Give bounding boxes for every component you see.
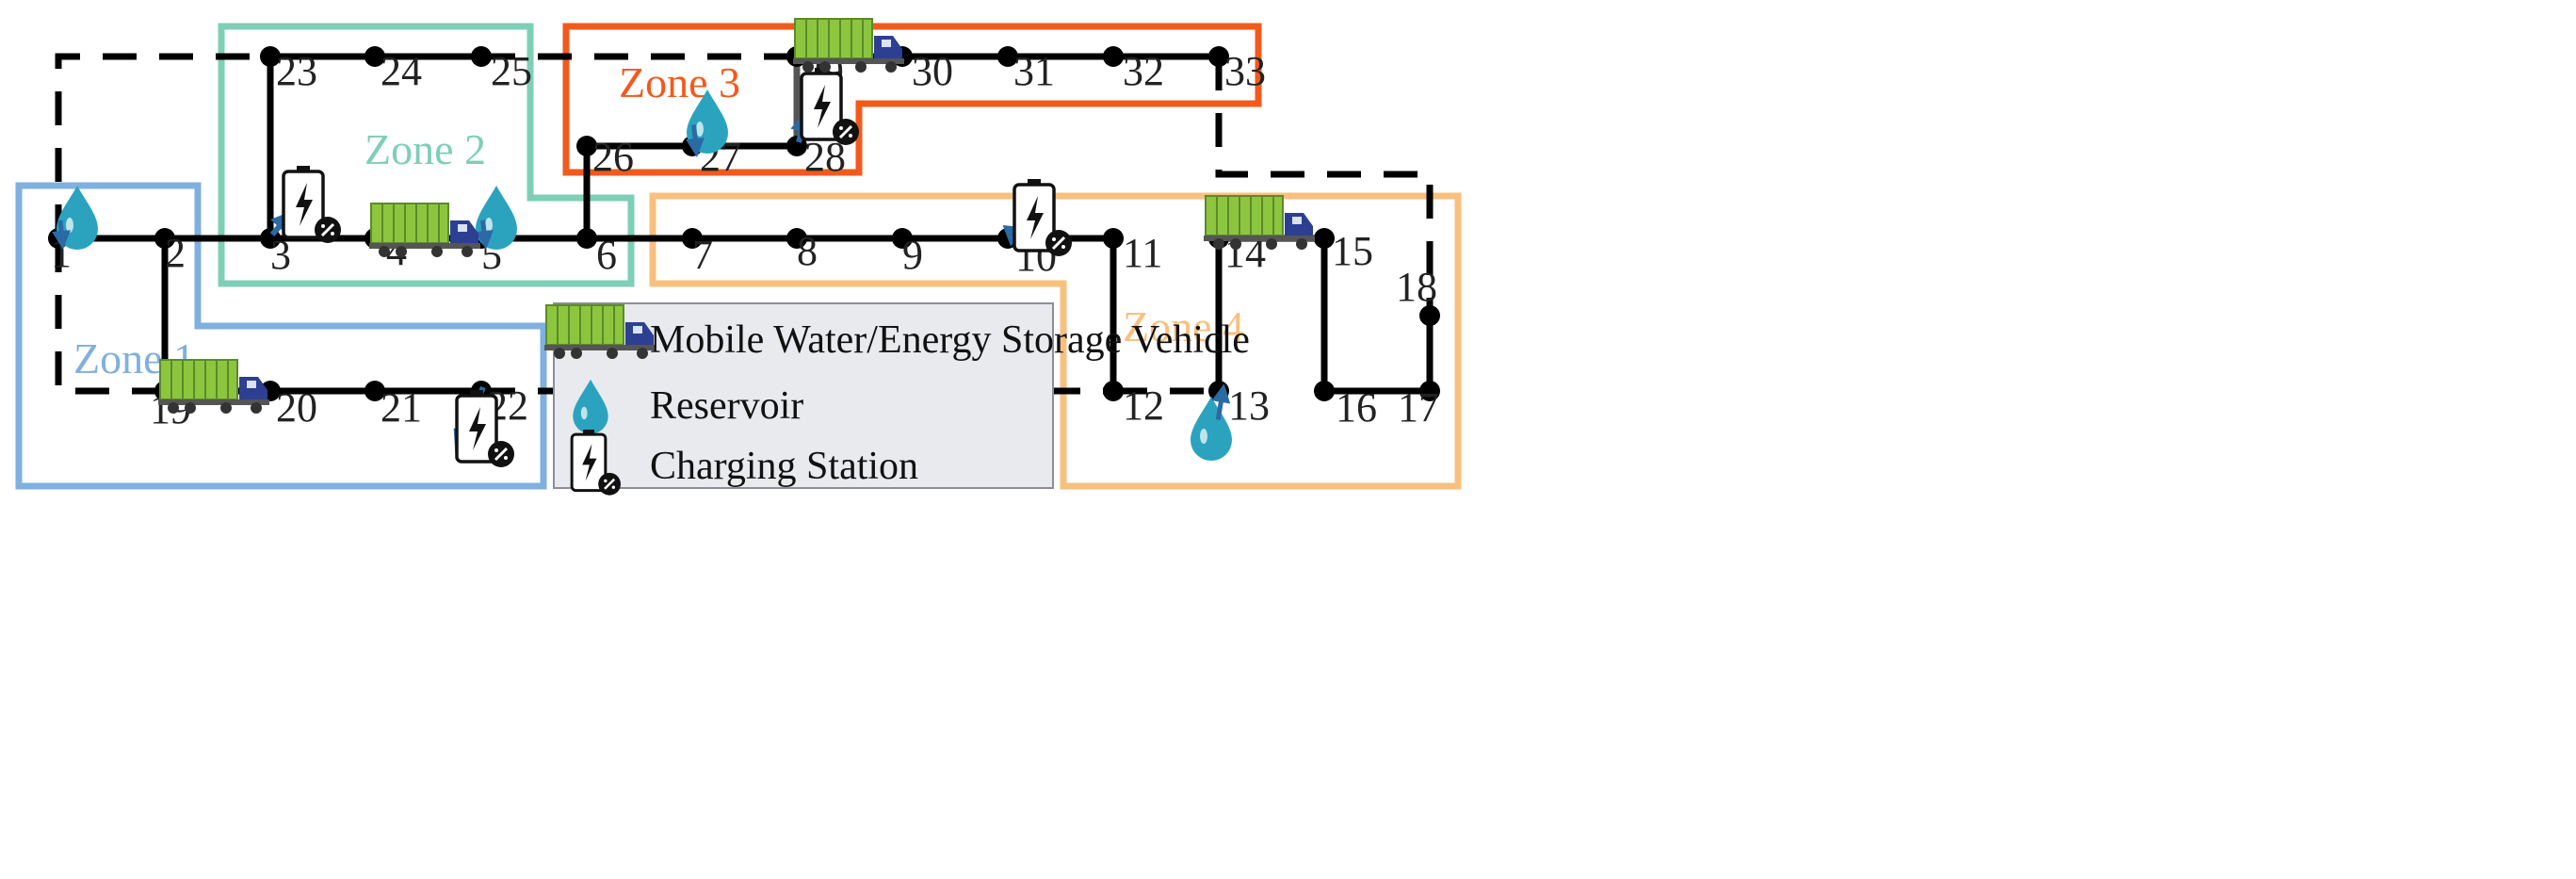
- bus-node-9: [892, 228, 913, 249]
- reservoir-13-arrow: [1211, 383, 1231, 420]
- charging-station-3-battery-charging-icon: [282, 164, 343, 245]
- bus-node-25: [471, 46, 492, 67]
- charging-station-28-battery-charging-icon: [800, 66, 861, 147]
- reservoir-1-water-drop-icon: [52, 186, 98, 250]
- bus-node-6: [576, 228, 597, 249]
- legend-charging-label: Charging Station: [650, 445, 918, 488]
- bus-label-33: 33: [1224, 48, 1266, 94]
- bus-node-11: [1103, 228, 1124, 249]
- bus-node-15: [1314, 228, 1335, 249]
- bus-label-3: 3: [270, 232, 291, 278]
- reservoir-5-arrow: [474, 220, 494, 250]
- bus-node-17: [1419, 381, 1440, 401]
- bus-node-2: [154, 228, 175, 249]
- bus-node-26: [576, 136, 597, 156]
- tie-line-33-18: [1215, 57, 1434, 316]
- bus-label-15: 15: [1332, 228, 1373, 274]
- reservoir-27-water-drop-icon: [686, 90, 728, 157]
- legend-reservoir-label: Reservoir: [650, 384, 803, 428]
- bus-label-16: 16: [1336, 384, 1377, 431]
- bus-node-32: [1103, 46, 1124, 67]
- bus-node-16: [1314, 381, 1335, 401]
- bus-label-23: 23: [276, 48, 317, 94]
- bus-node-12: [1103, 381, 1124, 401]
- bus-label-18: 18: [1396, 264, 1437, 310]
- bus-label-13: 13: [1228, 383, 1270, 429]
- bus-label-9: 9: [902, 232, 923, 278]
- reservoir-27-arrow: [686, 124, 705, 157]
- bus-label-8: 8: [797, 228, 818, 274]
- bus-node-8: [786, 228, 807, 249]
- bus-node-33: [1208, 46, 1229, 67]
- zone-3-boundary: [562, 23, 1262, 176]
- legend-vehicle-label: Mobile Water/Energy Storage Vehicle: [650, 318, 1250, 362]
- bus-label-21: 21: [381, 384, 422, 431]
- zone-2-label: Zone 2: [365, 125, 486, 173]
- bus-node-28: [786, 136, 807, 156]
- bus-label-25: 25: [491, 48, 532, 94]
- bus-node-31: [997, 46, 1018, 67]
- bus-node-21: [365, 381, 385, 401]
- charging-station-10-battery-charging-icon: [1013, 177, 1074, 258]
- bus-node-24: [365, 46, 385, 67]
- bus-label-26: 26: [592, 134, 634, 180]
- bus-node-7: [682, 228, 703, 249]
- bus-label-12: 12: [1123, 383, 1164, 429]
- bus-label-32: 32: [1123, 48, 1164, 94]
- reservoir-5-water-drop-icon: [474, 186, 517, 250]
- bus-label-30: 30: [912, 48, 953, 94]
- bus-label-31: 31: [1013, 48, 1055, 94]
- zone-1-boundary: [15, 182, 547, 490]
- zone-4-boundary: [649, 192, 1462, 490]
- bus-label-24: 24: [381, 48, 422, 94]
- bus-label-11: 11: [1123, 230, 1162, 276]
- bus-label-6: 6: [596, 232, 617, 278]
- bus-node-18: [1419, 305, 1440, 326]
- bus-label-2: 2: [165, 230, 186, 276]
- zone-2-boundary: [218, 23, 635, 287]
- reservoir-1-arrow: [52, 220, 72, 250]
- zone-4-label: Zone 4: [1123, 302, 1244, 350]
- bus-node-23: [260, 46, 281, 67]
- zone-3-label: Zone 3: [619, 58, 740, 106]
- bus-label-20: 20: [276, 384, 317, 431]
- bus-label-17: 17: [1398, 384, 1439, 431]
- tie-line-1-23: [55, 53, 270, 238]
- bus-label-7: 7: [692, 232, 713, 278]
- vehicle-19-truck-icon: [157, 359, 270, 415]
- vehicle-4-truck-icon: [368, 203, 481, 258]
- reservoir-13-water-drop-icon: [1191, 383, 1232, 461]
